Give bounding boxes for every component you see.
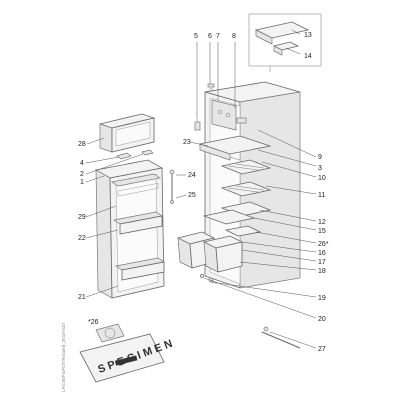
callout-5: 5 <box>194 33 198 40</box>
document-side-code: LF/CM/P4/FDT/Rotated_2018-010 <box>61 323 66 392</box>
door-balcony-1 <box>111 173 161 197</box>
callout-20: 20 <box>318 316 326 323</box>
callout-17: 17 <box>318 259 326 266</box>
callout-26-star: 26* <box>318 241 329 248</box>
footnote-label: *26 <box>88 319 99 326</box>
thermostat-bracket <box>194 118 201 131</box>
callout-13: 13 <box>304 32 312 39</box>
door-hinge-top <box>116 149 154 160</box>
callout-4: 4 <box>80 160 84 167</box>
glass-shelf-2 <box>220 181 272 197</box>
tube-bar <box>261 326 301 349</box>
callout-18: 18 <box>318 268 326 275</box>
callout-14: 14 <box>304 53 312 60</box>
callout-9: 9 <box>318 154 322 161</box>
callout-16: 16 <box>318 250 326 257</box>
leader-lines <box>85 29 317 349</box>
callout-12: 12 <box>318 219 326 226</box>
callout-25: 25 <box>188 192 196 199</box>
lamp-socket <box>207 83 215 92</box>
callout-7: 7 <box>216 33 220 40</box>
callout-29: 29 <box>78 214 86 221</box>
callout-15: 15 <box>318 228 326 235</box>
label-sticker: SPECIMEN <box>79 323 177 383</box>
inset-box <box>248 13 322 72</box>
drawer-divider <box>224 225 262 237</box>
callout-27: 27 <box>318 346 326 353</box>
freezer-tray <box>198 135 272 161</box>
handle-part <box>169 169 175 204</box>
callout-28: 28 <box>78 141 86 148</box>
callout-labels: 5 6 7 8 13 14 28 23 9 3 10 11 4 2 1 24 2… <box>78 32 329 353</box>
door-hinge-screw <box>200 274 204 278</box>
callout-3: 3 <box>318 165 322 172</box>
callout-21: 21 <box>78 294 86 301</box>
callout-1: 1 <box>80 179 84 186</box>
callout-22: 22 <box>78 235 86 242</box>
callout-23: 23 <box>183 139 191 146</box>
glass-shelf-1 <box>220 159 272 175</box>
callout-24: 24 <box>188 172 196 179</box>
callout-19: 19 <box>318 295 326 302</box>
callout-8: 8 <box>232 33 236 40</box>
callout-10: 10 <box>318 175 326 182</box>
callout-2: 2 <box>80 171 84 178</box>
freezer-door <box>98 113 156 153</box>
callout-11: 11 <box>318 192 325 199</box>
crisper-drawer-right <box>202 235 244 273</box>
door-balcony-3 <box>115 257 165 281</box>
callout-6: 6 <box>208 33 212 40</box>
door-balcony-2 <box>113 211 163 235</box>
